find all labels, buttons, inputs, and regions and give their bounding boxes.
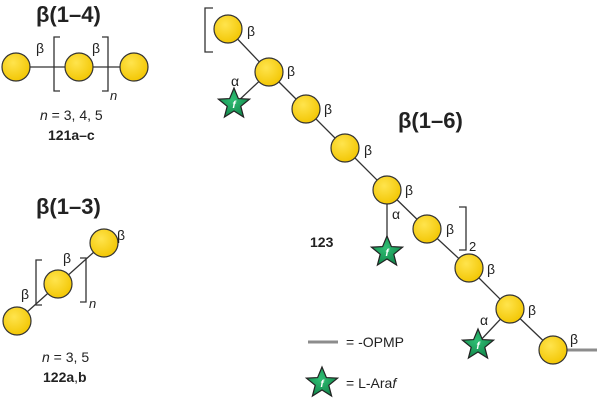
- arabinofuranose-star-icon: f: [460, 327, 496, 360]
- b13-galactose-mid: [43, 269, 73, 299]
- linkage-label: β: [405, 182, 414, 198]
- n-symbol: n: [42, 349, 50, 365]
- linkage-label: β: [287, 63, 296, 79]
- linkage-label: α: [392, 206, 401, 222]
- linkage-label: β: [528, 302, 537, 318]
- b14-compound-label: 121a–c: [48, 127, 95, 143]
- legend-opmp-label: = -OPMP: [346, 334, 404, 350]
- linkage-label: α: [231, 73, 240, 89]
- b16-galactose-1: [213, 14, 243, 44]
- b16-galactose-8: [495, 294, 525, 324]
- n-symbol: n: [40, 107, 48, 123]
- b13-galactose-bottom: [2, 306, 32, 336]
- repeat-n-label: n: [110, 88, 118, 103]
- linkage-label: β: [446, 221, 455, 237]
- star-letter: f: [232, 100, 237, 111]
- linkage-label: α: [480, 312, 489, 328]
- n-values: = 3, 4, 5: [47, 107, 103, 123]
- b13-galactose-top: [89, 228, 119, 258]
- arabinofuranose-star-icon: f: [369, 234, 405, 267]
- linkage-label: β: [364, 142, 373, 158]
- legend-araf-label: = L-Araf: [346, 375, 397, 391]
- arabinofuranose-star-icon: f: [304, 365, 340, 398]
- linkage-label: β: [324, 101, 333, 117]
- b16-galactose-6: [412, 214, 442, 244]
- linkage-label: β: [247, 23, 256, 39]
- arabinofuranose-star-icon: f: [216, 86, 252, 119]
- linkage-label: β: [21, 286, 30, 302]
- b14-galactose-2: [64, 52, 94, 82]
- b14-n-values: n = 3, 4, 5: [40, 108, 103, 122]
- b16-galactose-3: [291, 94, 321, 124]
- star-letter: f: [476, 341, 481, 352]
- b16-compound-label: 123: [310, 234, 334, 250]
- b16-galactose-5: [372, 175, 402, 205]
- b13-title: β(1–3): [36, 194, 101, 219]
- b13-compound-label: 122a,b: [43, 369, 87, 385]
- linkage-label: β: [570, 331, 579, 347]
- linkage-label: β: [92, 40, 101, 56]
- linkage-label: β: [63, 250, 72, 266]
- repeat-n-label: n: [89, 296, 97, 311]
- b16-title: β(1–6): [398, 108, 463, 133]
- n-values: = 3, 5: [49, 349, 90, 365]
- b14-galactose-1: [1, 52, 31, 82]
- linkage-label: β: [487, 261, 496, 277]
- star-letter: f: [320, 379, 325, 390]
- b14-galactose-3: [119, 52, 149, 82]
- linkage-label: β: [36, 40, 45, 56]
- b16-galactose-2: [254, 57, 284, 87]
- linkage-label: β: [117, 227, 126, 243]
- b14-title: β(1–4): [36, 2, 101, 27]
- b13-n-values: n = 3, 5: [42, 350, 89, 364]
- b16-galactose-4: [330, 133, 360, 163]
- b16-galactose-7: [454, 253, 484, 283]
- star-letter: f: [385, 248, 390, 259]
- repeat-2-label: 2: [469, 239, 477, 254]
- b16-galactose-9: [538, 335, 568, 365]
